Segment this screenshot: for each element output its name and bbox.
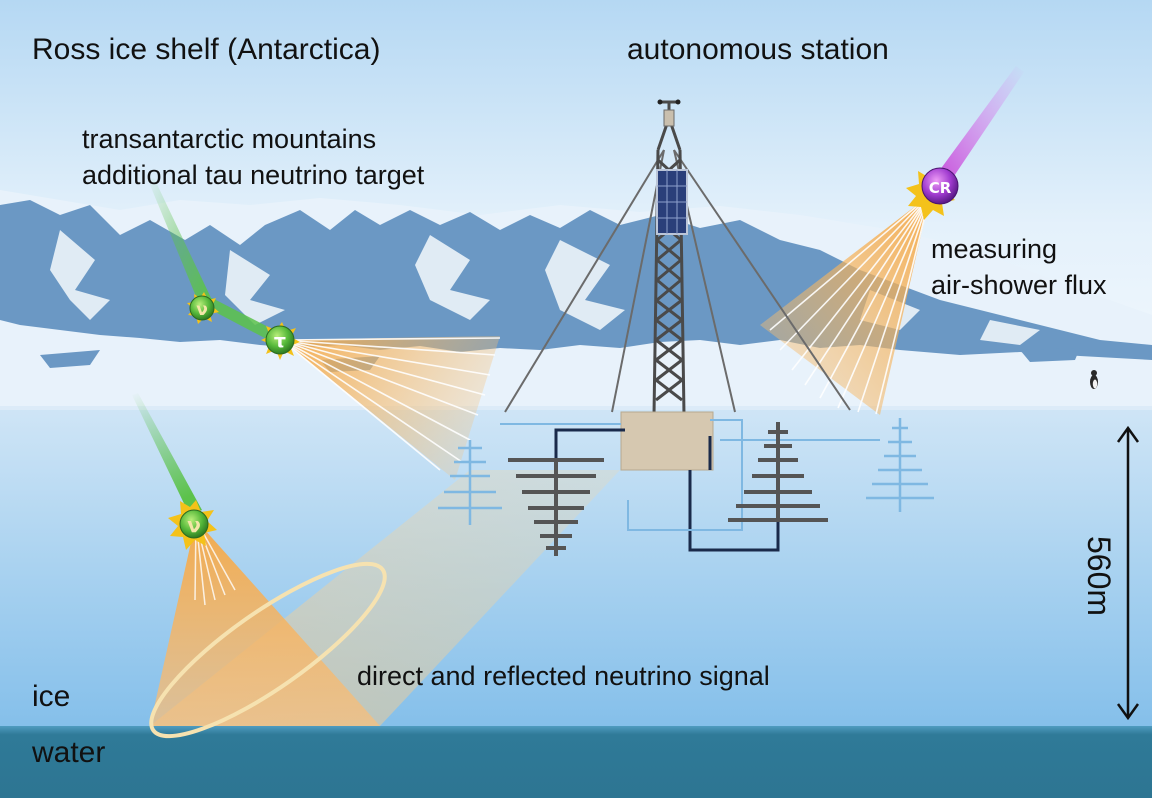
tau-track <box>200 298 282 344</box>
cosmic-ray-icon: CR <box>921 167 959 205</box>
tau-shower-cone <box>282 336 500 480</box>
antenna-cables <box>554 428 780 552</box>
light-cables <box>500 419 880 531</box>
svg-text:ν: ν <box>196 300 208 320</box>
antenna-up-dark <box>728 422 828 522</box>
airshower-label-line2: air-shower flux <box>931 270 1107 300</box>
ice-surface-line <box>0 406 1152 410</box>
ice-label: ice <box>32 680 71 713</box>
tau-shower-tracks <box>281 337 501 471</box>
signal-label: direct and reflected neutrino signal <box>357 661 770 691</box>
mountains-label-line2: additional tau neutrino target <box>82 160 425 190</box>
depth-label: 560m <box>1080 535 1117 617</box>
solar-panel-icon <box>656 169 688 235</box>
antenna-lpda-right <box>866 418 934 512</box>
location-title: Ross ice shelf (Antarctica) <box>32 33 381 66</box>
wind-sensor <box>657 99 681 127</box>
antenna-lpda-left <box>438 440 502 525</box>
water-layer <box>0 726 1152 798</box>
antenna-down-dark <box>508 458 604 556</box>
air-shower-tracks <box>769 194 931 415</box>
cherenkov-ring <box>149 561 387 739</box>
electronics-box <box>620 411 714 471</box>
airshower-label-line1: measuring <box>931 234 1058 264</box>
water-label: water <box>32 736 106 769</box>
neutrino-icon: ν <box>179 509 209 539</box>
neutrino-beam-deep <box>132 393 202 516</box>
station-title: autonomous station <box>627 33 889 66</box>
svg-text:ν: ν <box>187 513 201 537</box>
mountains-label-line1: transantarctic mountains <box>82 124 377 154</box>
neutrino-icon: ν <box>189 295 215 321</box>
penguin-icon <box>1090 370 1098 389</box>
cosmic-ray-beam <box>934 66 1024 185</box>
svg-text:τ: τ <box>274 330 286 352</box>
svg-text:CR: CR <box>929 179 952 197</box>
neutrino-beam-mountain <box>148 178 212 306</box>
tau-icon: τ <box>265 325 295 355</box>
depth-arrow <box>1116 425 1140 721</box>
